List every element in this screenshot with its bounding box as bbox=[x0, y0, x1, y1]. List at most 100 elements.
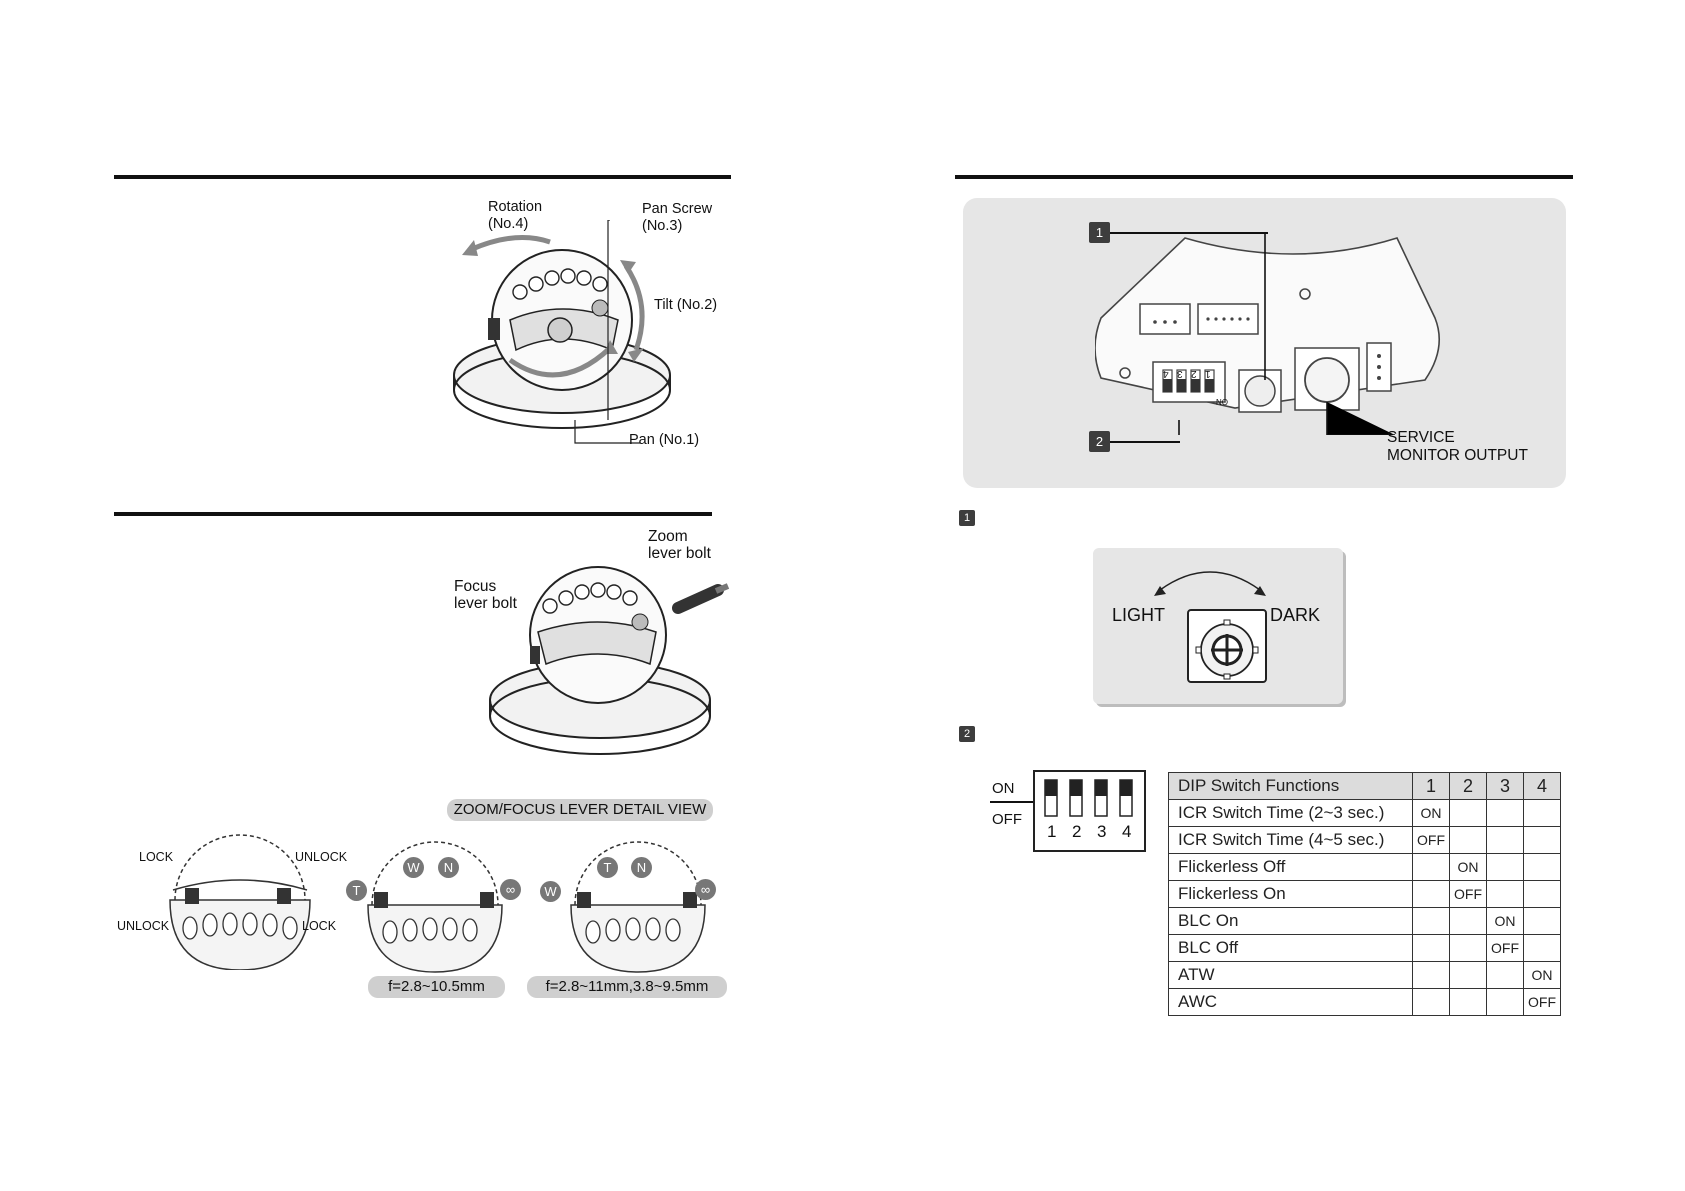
focus-n-marker-long: N bbox=[631, 857, 652, 878]
table-header-3: 3 bbox=[1486, 772, 1524, 800]
table-cell bbox=[1412, 880, 1450, 908]
focus-n-marker: N bbox=[438, 857, 459, 878]
dial-illustration bbox=[1154, 571, 1267, 683]
table-cell bbox=[1523, 907, 1561, 935]
table-cell bbox=[1486, 799, 1524, 827]
focus-infinity-marker: ∞ bbox=[500, 879, 521, 900]
unlock-label-top-right: UNLOCK bbox=[295, 850, 348, 864]
table-cell: ON bbox=[1412, 799, 1450, 827]
table-cell bbox=[1486, 853, 1524, 881]
detail-view-title: ZOOM/FOCUS LEVER DETAIL VIEW bbox=[447, 799, 713, 821]
zoom-w-marker-long: W bbox=[540, 881, 561, 902]
table-row: ICR Switch Time (2~3 sec.) ON bbox=[1168, 799, 1561, 827]
table-cell-function: ATW bbox=[1168, 961, 1413, 989]
zoom-focus-view-short bbox=[367, 841, 503, 973]
zoom-t-marker: T bbox=[346, 880, 367, 901]
table-cell: OFF bbox=[1449, 880, 1487, 908]
dip-number-1: 1 bbox=[1047, 822, 1057, 841]
table-row: ATW ON bbox=[1168, 961, 1561, 989]
dip-on-off-divider bbox=[990, 801, 1034, 803]
dip-switch-table: DIP Switch Functions 1 2 3 4 ICR Switch … bbox=[1168, 772, 1561, 1016]
table-cell: OFF bbox=[1486, 934, 1524, 962]
board-dip-digit-2: 2 bbox=[1191, 368, 1197, 379]
zoom-lever-label: Zoom lever bolt bbox=[648, 528, 711, 562]
table-cell bbox=[1449, 799, 1487, 827]
table-header-function: DIP Switch Functions bbox=[1168, 772, 1413, 800]
table-cell bbox=[1486, 880, 1524, 908]
table-cell bbox=[1523, 799, 1561, 827]
dial-dark-label: DARK bbox=[1270, 605, 1321, 625]
unlock-label-bottom-left: UNLOCK bbox=[117, 919, 170, 933]
table-cell-function: Flickerless On bbox=[1168, 880, 1413, 908]
section-2-badge: 2 bbox=[959, 726, 975, 742]
dip-number-2: 2 bbox=[1072, 822, 1082, 841]
lock-label-bottom-right: LOCK bbox=[302, 919, 337, 933]
section-rule-top-right bbox=[955, 175, 1573, 179]
section-1-badge: 1 bbox=[959, 510, 975, 526]
service-monitor-label: SERVICE MONITOR OUTPUT bbox=[1387, 429, 1528, 464]
lever-bolt-illustration bbox=[489, 566, 730, 755]
callout-line-1 bbox=[1110, 232, 1268, 234]
table-cell: OFF bbox=[1523, 988, 1561, 1016]
camera-adjust-illustration bbox=[453, 220, 671, 444]
table-cell: ON bbox=[1449, 853, 1487, 881]
dip-switch-illustration bbox=[1033, 770, 1146, 852]
table-cell bbox=[1523, 880, 1561, 908]
table-header-4: 4 bbox=[1523, 772, 1561, 800]
table-cell bbox=[1486, 988, 1524, 1016]
dial-light-label: LIGHT bbox=[1112, 605, 1166, 625]
table-cell: ON bbox=[1486, 907, 1524, 935]
focus-infinity-marker-long: ∞ bbox=[695, 879, 716, 900]
table-cell-function: ICR Switch Time (2~3 sec.) bbox=[1168, 799, 1413, 827]
table-cell: OFF bbox=[1412, 826, 1450, 854]
section-rule-top-left bbox=[114, 175, 731, 179]
table-header-1: 1 bbox=[1412, 772, 1450, 800]
zoom-t-marker-long: T bbox=[597, 857, 618, 878]
table-header-row: DIP Switch Functions 1 2 3 4 bbox=[1168, 772, 1561, 800]
table-cell bbox=[1412, 853, 1450, 881]
callout-line-2 bbox=[1110, 441, 1180, 443]
table-row: AWC OFF bbox=[1168, 988, 1561, 1016]
dip-off-label: OFF bbox=[992, 811, 1022, 828]
table-row: BLC Off OFF bbox=[1168, 934, 1561, 962]
table-cell bbox=[1523, 853, 1561, 881]
table-cell-function: Flickerless Off bbox=[1168, 853, 1413, 881]
section-rule-middle-left bbox=[114, 512, 712, 516]
board-dip-on: ON bbox=[1216, 397, 1228, 406]
lens-caption-long: f=2.8~11mm,3.8~9.5mm bbox=[527, 976, 727, 998]
table-cell bbox=[1412, 934, 1450, 962]
table-header-2: 2 bbox=[1449, 772, 1487, 800]
pan-label: Pan (No.1) bbox=[629, 432, 700, 448]
table-row: BLC On ON bbox=[1168, 907, 1561, 935]
callout-1-badge: 1 bbox=[1089, 222, 1110, 243]
rotation-label: Rotation (No.4) bbox=[488, 199, 543, 232]
dip-number-3: 3 bbox=[1097, 822, 1107, 841]
dip-on-label: ON bbox=[992, 780, 1015, 797]
table-cell bbox=[1412, 907, 1450, 935]
lever-lock-view bbox=[169, 834, 311, 970]
table-cell: ON bbox=[1523, 961, 1561, 989]
table-cell bbox=[1523, 826, 1561, 854]
table-cell bbox=[1486, 961, 1524, 989]
table-cell bbox=[1449, 907, 1487, 935]
table-cell bbox=[1523, 934, 1561, 962]
board-diagram bbox=[1095, 232, 1441, 435]
table-cell bbox=[1449, 988, 1487, 1016]
board-dip-digit-3: 3 bbox=[1177, 368, 1183, 379]
tilt-label: Tilt (No.2) bbox=[654, 297, 718, 313]
table-cell bbox=[1449, 934, 1487, 962]
table-cell-function: BLC Off bbox=[1168, 934, 1413, 962]
board-dip-digit-1: 1 bbox=[1205, 368, 1211, 379]
table-cell bbox=[1449, 826, 1487, 854]
table-row: Flickerless Off ON bbox=[1168, 853, 1561, 881]
pan-screw-label: Pan Screw (No.3) bbox=[642, 201, 713, 234]
table-row: ICR Switch Time (4~5 sec.) OFF bbox=[1168, 826, 1561, 854]
table-cell-function: AWC bbox=[1168, 988, 1413, 1016]
table-cell bbox=[1412, 988, 1450, 1016]
lock-label-top-left: LOCK bbox=[139, 850, 174, 864]
table-cell bbox=[1486, 826, 1524, 854]
focus-lever-label: Focus lever bolt bbox=[454, 578, 517, 612]
zoom-w-marker: W bbox=[403, 857, 424, 878]
board-dip-digit-4: 4 bbox=[1163, 368, 1169, 379]
lens-caption-short: f=2.8~10.5mm bbox=[368, 976, 505, 998]
